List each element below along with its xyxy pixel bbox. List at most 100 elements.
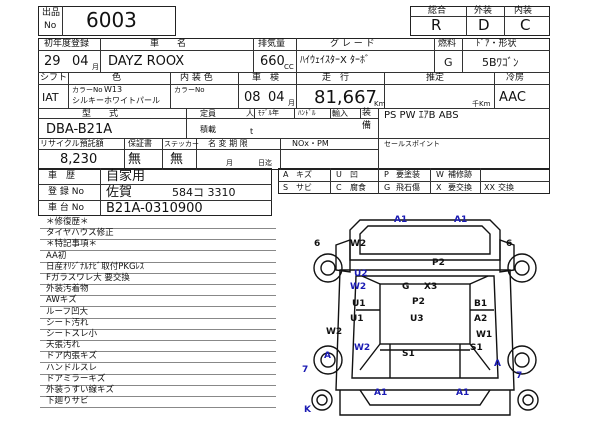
legend-s: S	[283, 183, 289, 192]
model-value: DBA-B21A	[46, 122, 113, 137]
note-rule	[40, 396, 276, 397]
mark-s1-right: S1	[470, 343, 483, 353]
grade-label: グ レ ー ド	[330, 39, 375, 49]
equipment-label-1: 装	[362, 108, 372, 118]
mark-g: G	[402, 282, 410, 292]
color-no: W13	[104, 85, 123, 94]
color-name: シルキーホワイトパール	[72, 96, 160, 105]
thousand-km-unit: 千Km	[472, 100, 491, 108]
overall-grade: R	[431, 16, 442, 34]
mark-s1-center: S1	[402, 349, 415, 359]
legend-a: A	[283, 170, 289, 179]
note-rule	[40, 250, 276, 252]
mark-a1-bottom-left: A1	[374, 388, 388, 398]
legend-s-text: サビ	[296, 183, 312, 192]
legend-w: W	[436, 170, 444, 179]
note-line: 外装汚着物	[46, 284, 89, 295]
lot-number-box	[38, 6, 176, 36]
sticker-label: ステッカー	[164, 140, 199, 148]
name-change-day-unit: 日迄	[258, 159, 272, 167]
inspection-month-unit: 月	[288, 99, 295, 107]
legend-u-text: 凹	[350, 170, 358, 179]
note-rule	[40, 407, 276, 409]
sales-point-label: セールスポイント	[384, 140, 440, 148]
inspection-month: 04	[268, 90, 285, 105]
note-rule	[40, 228, 276, 229]
legend-g: G	[384, 183, 391, 192]
car-damage-diagram	[311, 219, 539, 416]
legend-xx-text: 交換	[498, 183, 514, 192]
grade-value: ﾊｲｳｪｲｽﾀｰX ﾀｰﾎﾞ	[300, 55, 371, 66]
fuel-label: 燃料	[438, 39, 457, 49]
exterior-grade-label: 外装	[474, 6, 493, 16]
mark-w1: W1	[476, 330, 493, 340]
first-registration-year: 29	[44, 54, 61, 69]
interior-grade-label: 内装	[514, 6, 533, 16]
color-label: 色	[112, 73, 122, 83]
note-line: ハンドルスレ	[46, 362, 98, 373]
inspection-label: 車 検	[252, 73, 280, 83]
shift-label: シフト	[40, 73, 68, 83]
registration-region: 佐賀	[106, 185, 133, 200]
note-line: ＊特記事項＊	[46, 239, 98, 250]
ac-label: 冷房	[506, 73, 525, 83]
note-rule	[40, 295, 276, 297]
registration-label: 登 録 No	[48, 187, 84, 197]
note-line: ドアミラーキズ	[46, 373, 106, 384]
mark-w2-mid: W2	[350, 282, 367, 292]
legend-x-text: 要交換	[448, 183, 472, 192]
legend-p-text: 要塗装	[396, 170, 420, 179]
interior-color-no-label: カラーNo	[174, 86, 205, 94]
note-rule	[40, 340, 276, 341]
door-value: 5Bﾜｺﾞﾝ	[482, 56, 519, 69]
mark-u1-lower: U1	[350, 314, 364, 324]
note-line: 下廻りサビ	[46, 396, 89, 407]
note-line: AWキズ	[46, 295, 77, 306]
mark-b1: B1	[474, 299, 488, 309]
interior-grade: C	[520, 16, 531, 34]
mark-a1-bottom-right: A1	[456, 388, 470, 398]
mark-k: K	[304, 405, 311, 415]
legend-p: P	[384, 170, 389, 179]
note-line: 天張汚れ	[46, 340, 81, 351]
mark-a-right: A	[494, 359, 501, 369]
recycle-label: リサイクル預託額	[40, 139, 104, 148]
mileage-value: 81,667	[314, 87, 377, 108]
mark-u2: U2	[354, 269, 368, 279]
mark-a2: A2	[474, 314, 488, 324]
shift-value: IAT	[42, 91, 59, 104]
note-line: ルーフ凹大	[46, 306, 88, 317]
note-rule	[40, 362, 276, 364]
grades-box	[410, 6, 550, 36]
car-name-label: 車 名	[150, 39, 187, 49]
interior-color-label: 内 装 色	[180, 73, 213, 83]
displacement: 660	[260, 54, 285, 69]
note-rule	[40, 261, 276, 263]
capacity-unit: 人	[246, 109, 254, 118]
lot-label-no: No	[44, 21, 57, 31]
note-line: シート汚れ	[46, 317, 89, 328]
first-registration-label: 初年度登録	[44, 39, 90, 49]
registration-number: 584コ 3310	[172, 186, 236, 199]
name-change-label: 名 変 期 限	[208, 139, 248, 148]
note-rule	[40, 239, 276, 241]
mark-x3: X3	[424, 282, 438, 292]
model-year-label: ﾓﾃﾞﾙ年	[258, 109, 279, 117]
mark-p2-center: P2	[412, 297, 425, 307]
mark-6-left: 6	[314, 239, 321, 249]
note-rule	[40, 306, 276, 308]
legend-xx: XX	[484, 183, 495, 192]
legend-g-text: 飛石傷	[396, 183, 420, 192]
mark-u3: U3	[410, 314, 424, 324]
equipment-value: PS PW ｴｱB ABS	[384, 110, 459, 121]
note-rule	[40, 272, 276, 274]
cc-unit: CC	[284, 63, 294, 71]
note-line: ＊修復歴＊	[46, 217, 89, 227]
mileage-label: 走 行	[322, 73, 350, 83]
mark-7-left: 7	[302, 365, 309, 375]
chassis-label: 車 台 No	[48, 203, 84, 213]
legend-c: C	[336, 183, 342, 192]
legend-x: X	[436, 183, 442, 192]
note-rule	[40, 284, 276, 285]
